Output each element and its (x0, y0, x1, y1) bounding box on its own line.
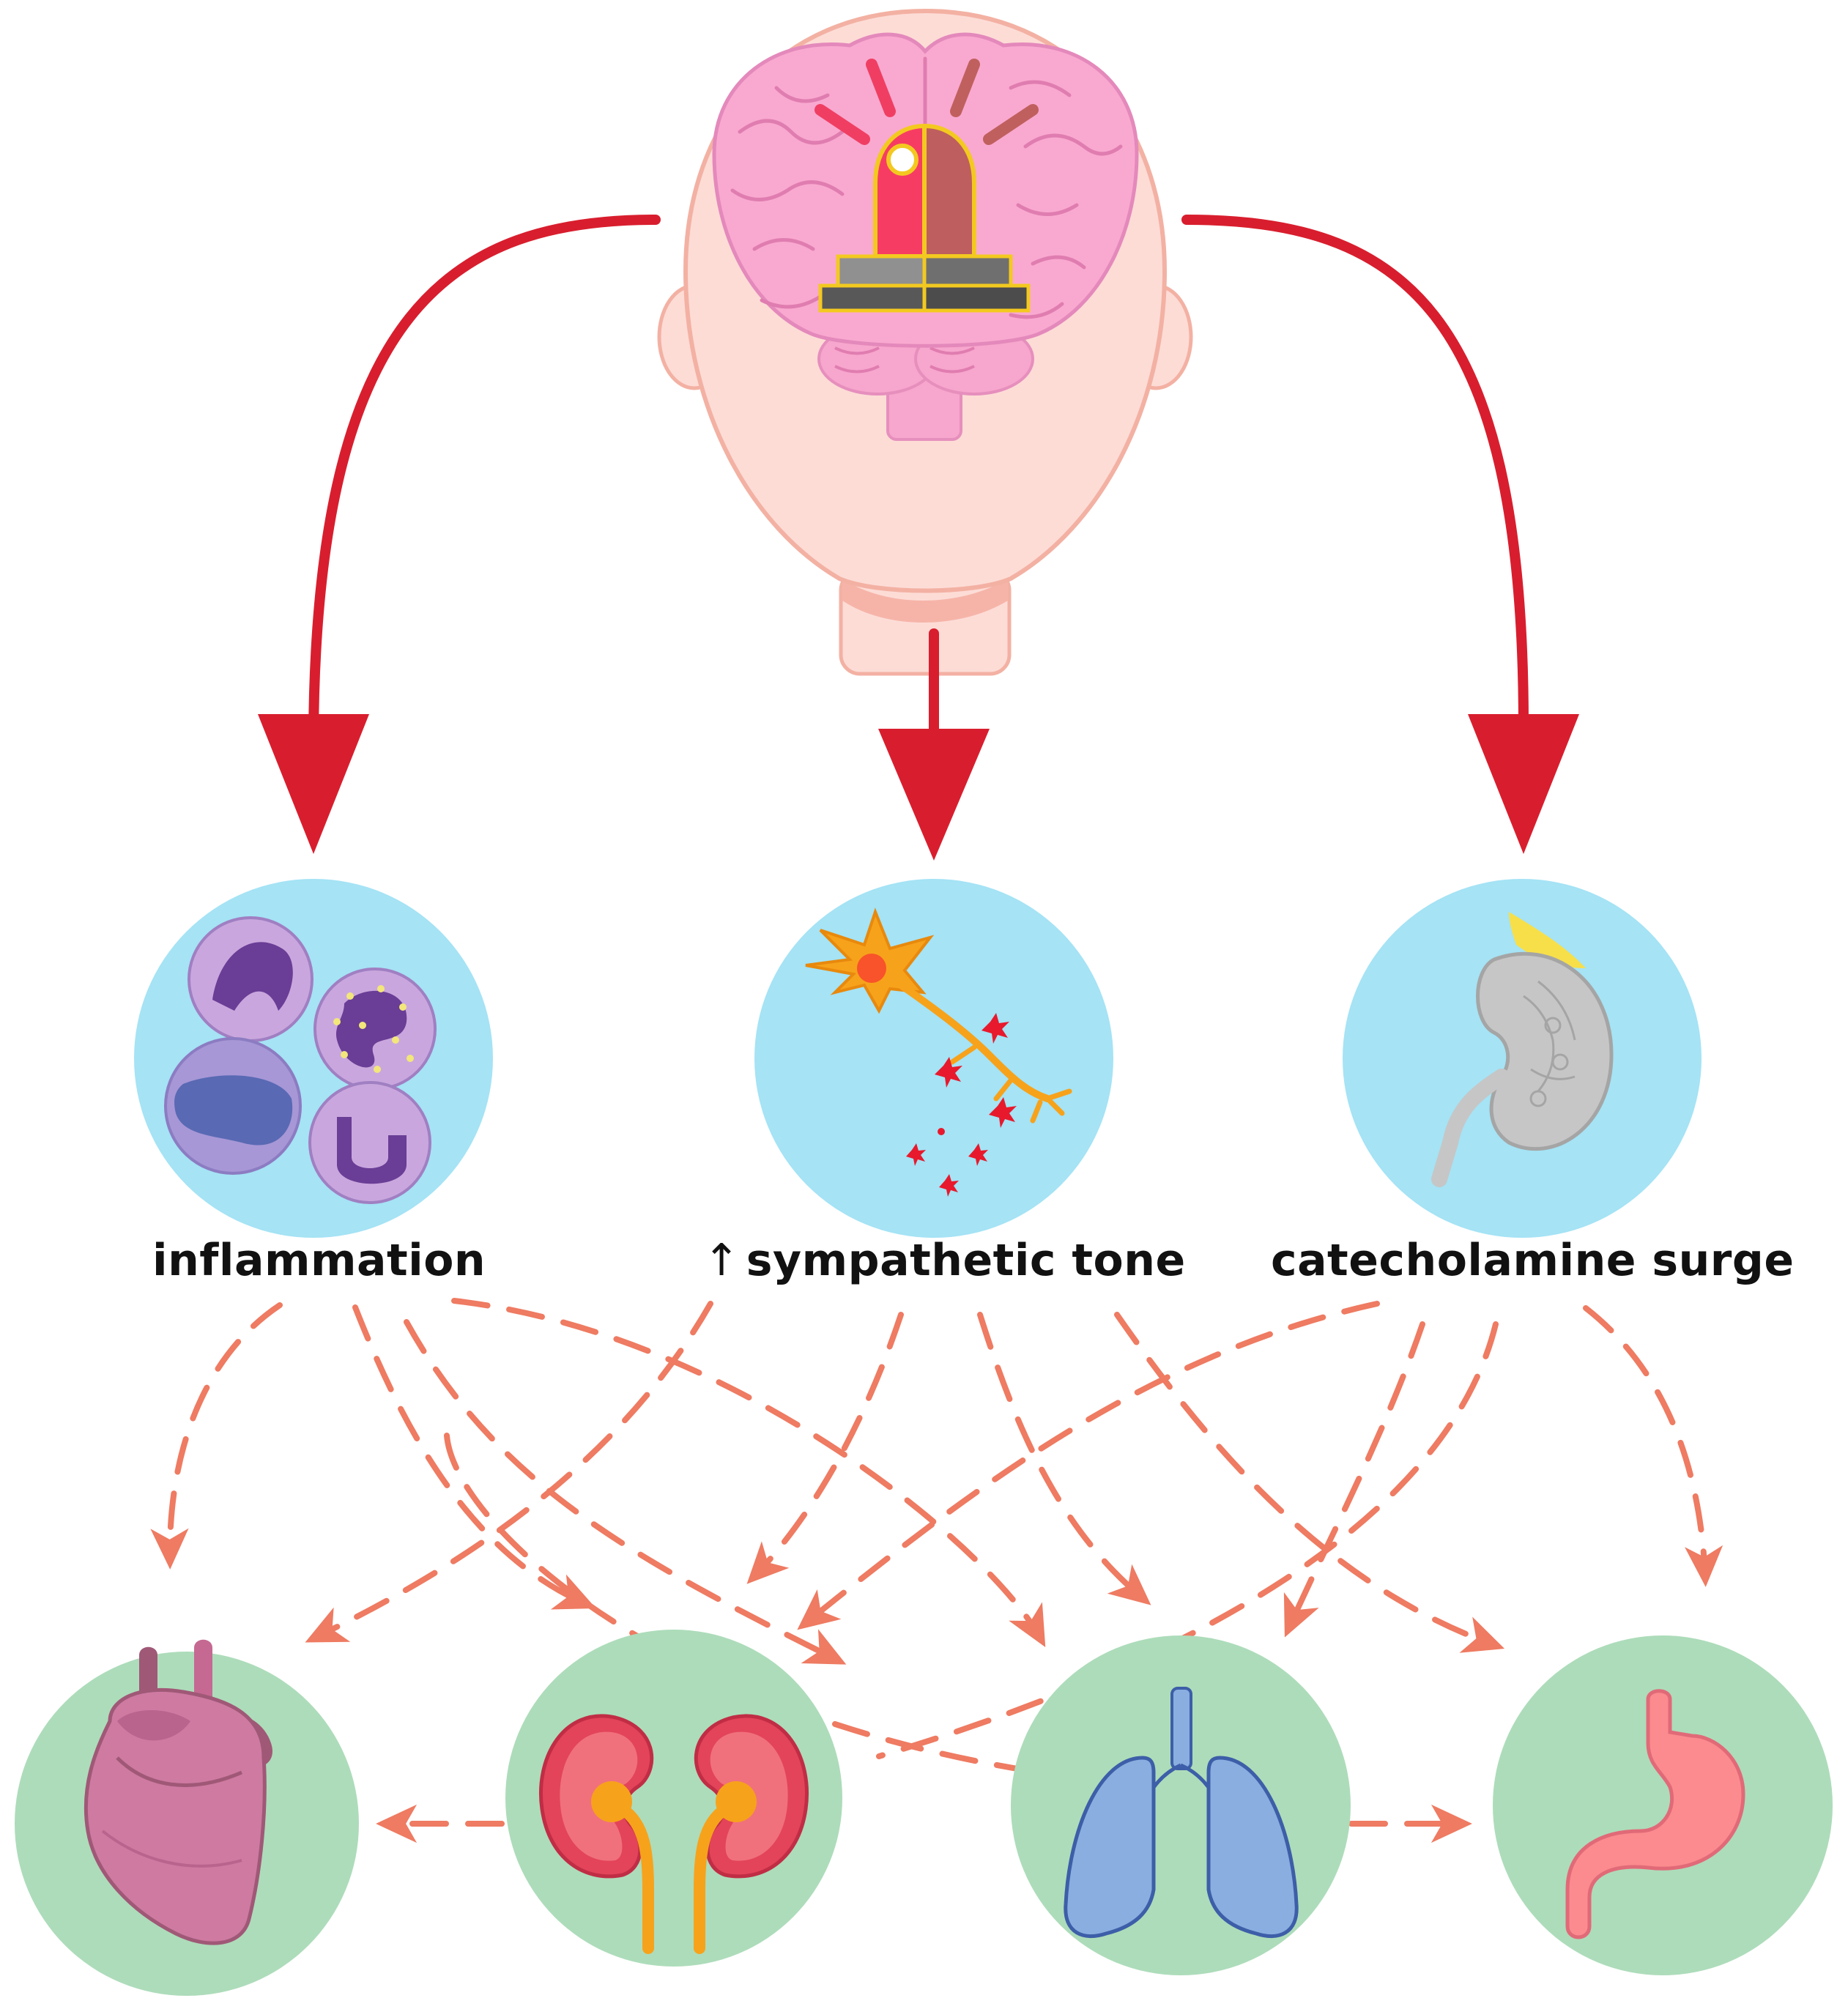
kidneys-icon (539, 1714, 809, 1954)
arrow-inflammation-heart (150, 1302, 283, 1570)
up-arrow-icon: ↑ (703, 1235, 741, 1286)
organ-heart (15, 1639, 359, 1996)
arrow-to-inflammation (308, 215, 661, 745)
mechanism-sympathetic (754, 879, 1113, 1238)
lungs-icon (1064, 1687, 1299, 1939)
stomach-icon (1565, 1689, 1745, 1939)
arrow-inflammation-lungs-low (444, 1433, 1043, 1775)
label-sympathetic-text: sympathetic tone (746, 1235, 1186, 1286)
arrow-to-catecholamine (1181, 215, 1529, 730)
arrow-sympathetic-kidneys (746, 1312, 904, 1584)
arrow-catecholamine-lungs-2 (876, 1321, 1499, 1759)
arrow-catecholamine-kidneys (797, 1301, 1380, 1630)
arrow-sympathetic-lungs (977, 1312, 1151, 1605)
mechanism-inflammation (134, 879, 493, 1238)
arrow-catecholamine-stomach (1583, 1305, 1723, 1587)
alarm-siren-icon (814, 59, 1039, 313)
label-catecholamine-surge: catecholamine surge (1271, 1235, 1795, 1286)
arrow-inflammation-lungs (404, 1319, 847, 1665)
organ-lungs (1011, 1635, 1351, 1975)
secondary-arrows (150, 1298, 1723, 1843)
arrow-inflammation-kidneys (352, 1304, 596, 1610)
arrow-sympathetic-heart (305, 1301, 713, 1643)
primary-arrows (258, 215, 1579, 861)
heart-icon (84, 1639, 272, 1945)
mechanism-catecholamine (1343, 879, 1702, 1238)
organ-kidneys (505, 1630, 842, 1967)
neuron-icon (805, 907, 1072, 1197)
adrenal-kidney-icon (1431, 912, 1614, 1187)
organ-stomach (1493, 1635, 1833, 1975)
arrow-catecholamine-lungs (1283, 1321, 1425, 1638)
arrowhead-sympathetic (878, 729, 990, 861)
arrowhead-inflammation (258, 714, 369, 854)
label-inflammation: inflammation (152, 1235, 486, 1286)
leukocytes-icon (164, 916, 437, 1204)
arrow-sympathetic-stomach (1114, 1312, 1505, 1653)
arrow-inflammation-stomach (451, 1298, 1046, 1648)
arrowhead-catecholamine (1468, 714, 1579, 854)
label-sympathetic-tone: ↑sympathetic tone (703, 1235, 1186, 1286)
